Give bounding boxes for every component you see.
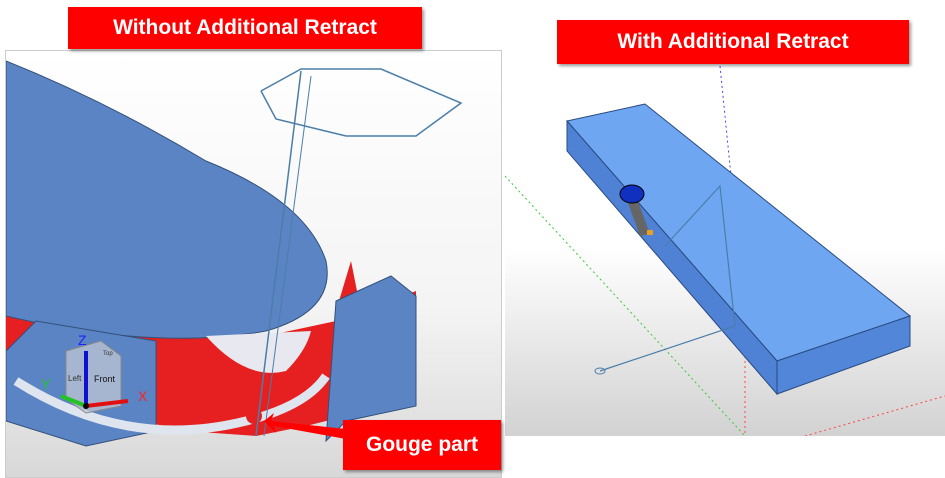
x-axis-arrow: [85, 399, 129, 408]
view-cube-left[interactable]: Left: [68, 374, 82, 383]
toolpath-scene-right: [505, 65, 945, 436]
x-axis-label: X: [138, 388, 148, 404]
view-cube-top[interactable]: Top: [103, 351, 113, 357]
toolpath-scene-left: Left Front Top Z Y X: [6, 60, 463, 447]
viewport-without-retract[interactable]: Left Front Top Z Y X: [5, 50, 502, 478]
tool-holder: [628, 200, 650, 237]
view-cube-front[interactable]: Front: [94, 374, 116, 384]
viewport-with-retract[interactable]: [505, 16, 945, 436]
y-axis-label: Y: [41, 376, 51, 392]
gouge-arrow: [264, 413, 346, 439]
tool-icon: [619, 184, 645, 204]
label-without-retract: Without Additional Retract: [68, 7, 422, 49]
label-gouge-part: Gouge part: [343, 420, 501, 470]
z-axis-label: Z: [78, 332, 87, 348]
y-axis-arrow: [60, 394, 87, 408]
label-with-retract: With Additional Retract: [557, 20, 909, 64]
